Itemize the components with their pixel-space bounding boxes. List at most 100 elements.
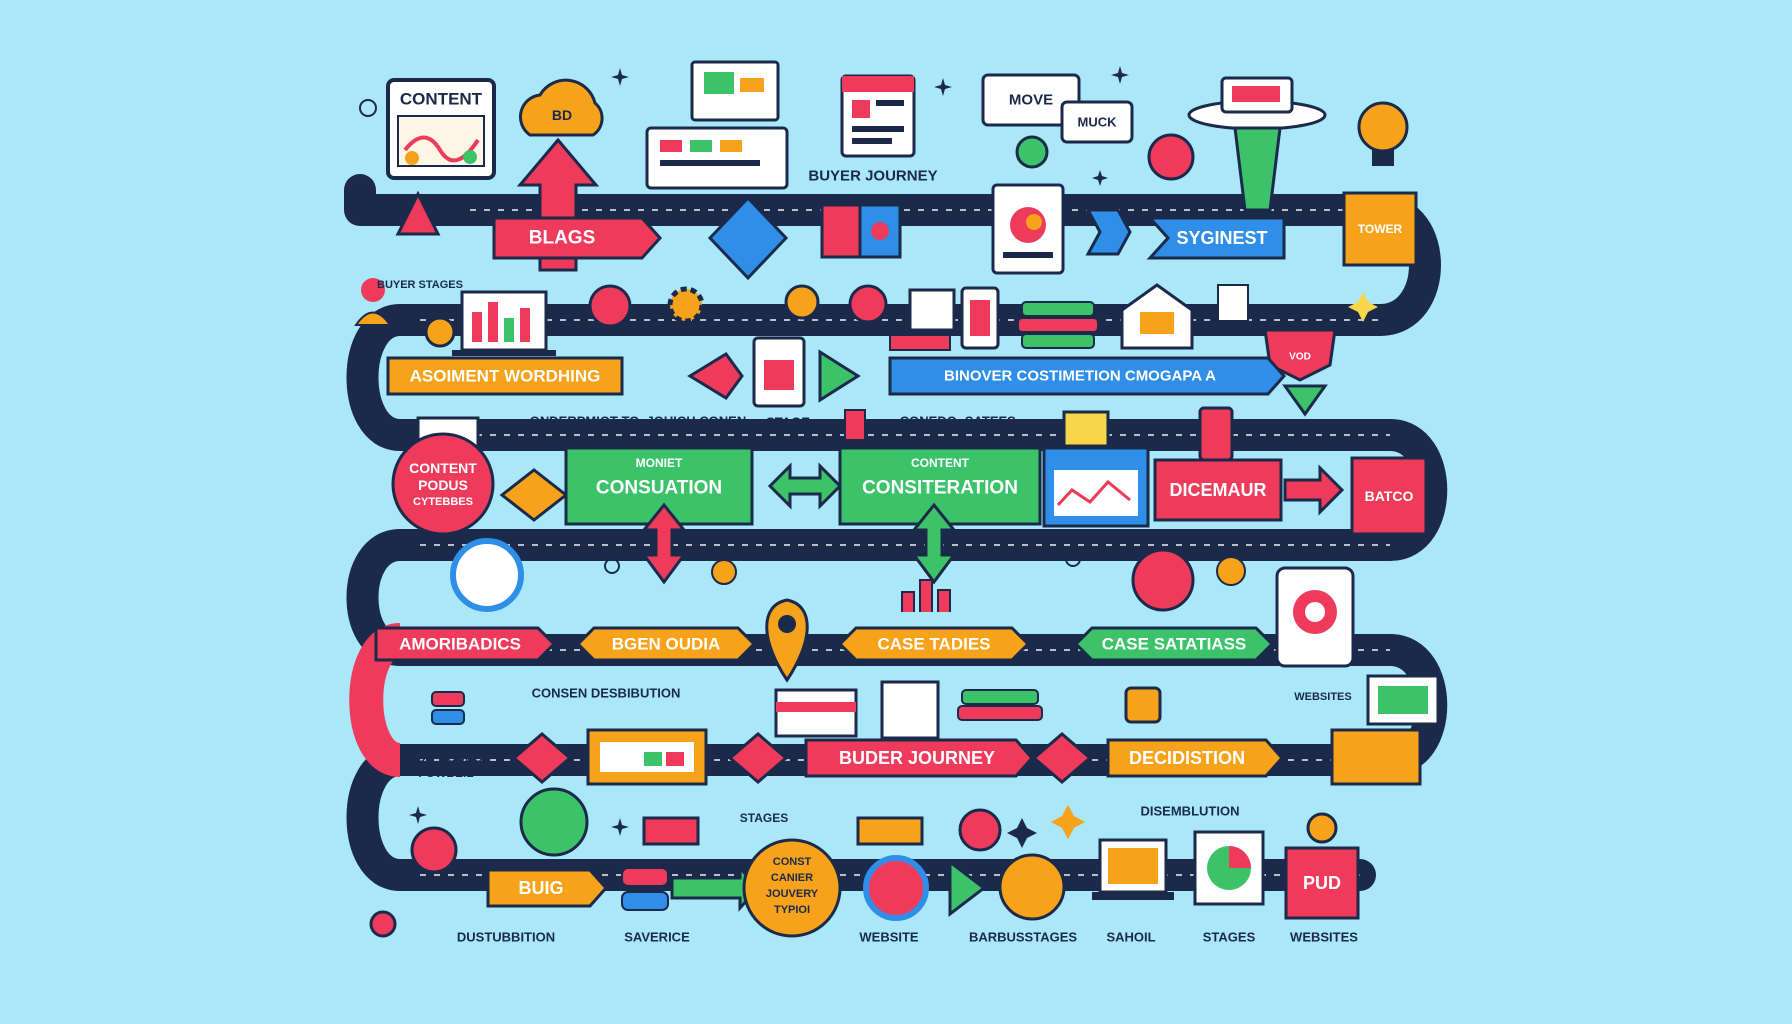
speech-bubble-1: MOVE [981, 73, 1081, 127]
green-dot-icon [1015, 135, 1049, 169]
dicemaur-label: DICEMAUR [1170, 480, 1267, 500]
case-tadies-tag: CASE TADIES [837, 626, 1031, 662]
orange-badge-icon [784, 284, 820, 320]
delivery-box-icon [856, 816, 924, 846]
onderpmiot-note: ONDERPMIOT TO, JOUICH CONEN [530, 414, 746, 429]
dicemaur-tag: DICEMAUR [1153, 458, 1283, 522]
blue-diamond-icon [707, 195, 789, 281]
blags-tag: BLAGS [492, 216, 663, 260]
green-double-arrow-icon [767, 462, 843, 510]
small-doc-icon [1217, 284, 1249, 322]
tower-label: TOWER [1358, 222, 1403, 236]
green-arrow-head-icon [818, 349, 861, 403]
sparkle-icon-6 [611, 818, 629, 836]
buyer-stages-note: BUYER STAGES [377, 279, 463, 291]
speech-bubble-1-text: MOVE [1009, 92, 1053, 109]
tablet-gauge-icon [1275, 566, 1355, 668]
too-boudo-line-2: FOWBEIL [418, 766, 473, 780]
laptop-icon [1092, 838, 1174, 900]
screen-card-icon [586, 728, 708, 786]
pud-tag: PUD [1284, 846, 1360, 920]
red-pin-icon [369, 910, 397, 938]
consiteration-top-label: CONTENT [911, 456, 970, 470]
orange-coin-icon [424, 316, 456, 348]
buder-journey-label: BUDER JOURNEY [839, 748, 995, 768]
book-stack-icon [1017, 301, 1099, 349]
bgen-oudia-label: BGEN OUDIA [612, 635, 721, 654]
credit-card-icon [774, 688, 858, 738]
pie-screen-icon [1193, 830, 1265, 906]
buig-label: BUIG [519, 878, 564, 898]
conedo-note: CONEDO- SATEES- [900, 414, 1020, 429]
map-pin-icon [765, 598, 809, 683]
too-boudo-line-1: TOO BOUDO [409, 751, 483, 765]
laptop-chart-icon [452, 290, 556, 356]
asoiment-label: ASOIMENT WORDHING [410, 367, 601, 386]
dark-sparkle-icon [1007, 818, 1037, 848]
sparkle-icon-4 [1092, 170, 1108, 186]
consen-note: CONSEN DESBIBUTION [532, 686, 681, 701]
sparkle-icon-3 [1111, 66, 1129, 84]
content-circle-line-1: CONTENT [409, 460, 477, 476]
bgen-oudia-tag: BGEN OUDIA [575, 626, 757, 662]
red-arrow-head-icon [687, 351, 744, 401]
content-card: CONTENT [386, 78, 496, 180]
envelope-icon [820, 203, 902, 259]
lock-icon [1124, 686, 1162, 724]
person-icon [354, 278, 392, 326]
too-boudo-note: TOO BOUDO FOWBEIL [409, 751, 483, 780]
content-circle-line-3: CYTEBBES [413, 496, 473, 508]
content-circle-line-2: PODUS [418, 477, 468, 493]
batco-tag: BATCO [1350, 456, 1428, 536]
document-chart-icon [991, 183, 1065, 275]
server-stack-icon [431, 691, 465, 725]
stage-note: STAGE [766, 415, 810, 430]
tower-tag: TOWER [1342, 191, 1418, 267]
sparkle-icon-2 [934, 78, 952, 96]
stages-note: STAGES [740, 811, 788, 825]
red-diamond-3-icon [1031, 732, 1093, 784]
buig-tag: BUIG [486, 868, 609, 908]
desk-screen-icon [1366, 674, 1440, 726]
batco-label: BATCO [1365, 488, 1414, 504]
bottom-label-7: WEBSITES [1290, 930, 1358, 945]
content-card-title: CONTENT [400, 90, 483, 109]
bar-chart-icon [901, 579, 951, 612]
amoribadics-label: AMORIBADICS [399, 635, 521, 654]
bottom-label-6: STAGES [1203, 930, 1256, 945]
cloud-icon: BD [519, 78, 604, 137]
gear-icon [667, 286, 705, 324]
shield-badge-label: VOD [1289, 352, 1311, 363]
consuation-top-label: MONIET [636, 456, 683, 470]
consuation-label: CONSUATION [596, 478, 722, 499]
journey-road-dashes [420, 209, 1390, 876]
stacked-pills-icon [621, 867, 669, 911]
blue-chevron-icon [1085, 208, 1132, 256]
buyer-journey-heading: BUYER JOURNEY [808, 168, 937, 185]
box-icon [1062, 410, 1110, 448]
yellow-coin-icon [998, 853, 1066, 921]
orange-end-block [1330, 728, 1422, 786]
person-avatar-icon [1306, 812, 1338, 844]
ring-icon-3 [1065, 551, 1081, 567]
blags-label: BLAGS [529, 228, 596, 249]
sailboat-icon [519, 787, 589, 857]
pud-label: PUD [1303, 873, 1341, 893]
phone-stack-icon [752, 336, 806, 408]
screen-chart-icon [1042, 446, 1150, 528]
decorative-sparkles [409, 66, 1129, 836]
b-badge-icon [848, 284, 888, 324]
bottom-label-1: DUSTUBBITION [457, 930, 555, 945]
orange-check-icon [1216, 556, 1246, 586]
asoiment-tag: ASOIMENT WORDHING [386, 356, 624, 396]
bottom-label-4: BARBUSSTAGES [969, 930, 1077, 945]
red-diamond-1-icon [511, 732, 573, 784]
green-vertical-double-arrow [910, 502, 958, 585]
house-map-icon [1120, 283, 1194, 350]
amoribadics-tag: AMORIBADICS [374, 626, 557, 662]
journey-circle-line-2: CANIER [771, 872, 813, 884]
green-down-arrow-icon [1282, 384, 1328, 417]
case-satatiass-tag: CASE SATATIASS [1073, 626, 1275, 662]
